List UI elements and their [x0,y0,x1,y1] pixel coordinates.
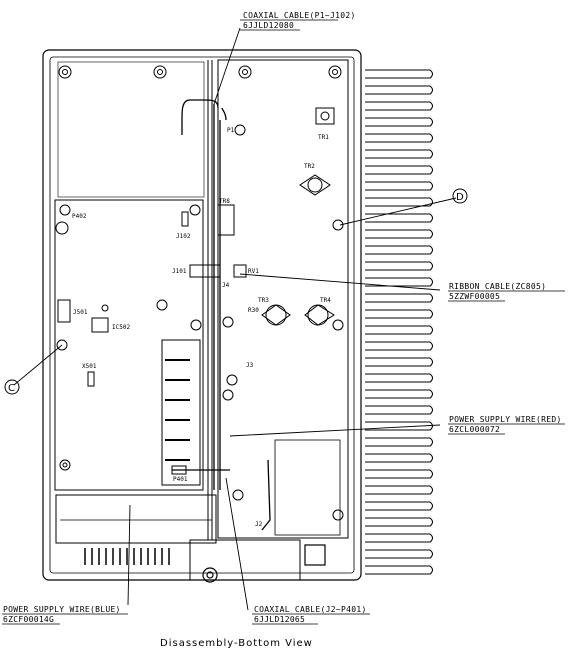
heatsink-fin [365,485,434,495]
heatsink-fin [365,181,434,191]
callout-coaxial-j2-line1: COAXIAL CABLE(J2~P401) [254,605,367,614]
heatsink-fin [365,117,434,127]
label-rv1: RV1 [248,268,259,275]
label-j101: J101 [172,268,187,275]
heatsink-fin [365,277,434,287]
label-ic502: IC502 [112,324,130,331]
marker-d-circle [452,188,468,204]
heatsink-fin [365,293,434,303]
heatsink-fin [365,501,434,511]
heatsink-fin [365,325,434,335]
heatsink-fin [365,517,434,527]
left-pcb [54,199,204,491]
heatsink-fin [365,453,434,463]
chassis-inner [49,56,355,574]
label-p401: P401 [173,476,188,483]
callout-coaxial-j2-line2: 6JJLD12065 [254,615,305,624]
marker-d: D [456,192,464,203]
callout-blue-line2: 6ZCF00014G [3,615,54,624]
callout-blue-line1: POWER SUPPLY WIRE(BLUE) [3,605,121,614]
heatsink-fin [365,405,434,415]
chassis-outline [42,49,362,581]
heatsink-fins [365,69,434,575]
label-x501: X501 [82,363,97,370]
callout-coaxial-p1-line2: 6JJLD12080 [243,21,294,30]
callout-red-line1: POWER SUPPLY WIRE(RED) [449,415,562,424]
label-j102: J102 [176,233,191,240]
heatsink-fin [365,85,434,95]
heatsink-fin [365,357,434,367]
callout-red-line2: 6ZCL000072 [449,425,500,434]
bottom-connector-panel [55,494,217,544]
label-r30: R30 [248,307,259,314]
heatsink-fin [365,565,434,575]
heatsink-fin [365,245,434,255]
callout-ribbon-line2: 5ZZWF00005 [449,292,500,301]
callout-ribbon-line1: RIBBON CABLE(ZC805) [449,282,546,291]
heatsink-fin [365,373,434,383]
marker-c-circle [4,379,20,395]
diagram-caption: Disassembly-Bottom View [160,638,313,649]
label-j501: J501 [73,309,88,316]
heatsink-fin [365,101,434,111]
heatsink-fin [365,341,434,351]
heatsink-fin [365,437,434,447]
callout-coaxial-p1-line1: COAXIAL CABLE(P1~J102) [243,11,356,20]
heatsink-fin [365,165,434,175]
heatsink-fin [365,213,434,223]
label-p402: P402 [72,213,87,220]
label-tr2: TR2 [304,163,315,170]
marker-c: C [8,383,15,394]
heatsink-fin [365,197,434,207]
heatsink-fin [365,149,434,159]
heatsink-fin [365,133,434,143]
heatsink-fin [365,309,434,319]
label-j4: J4 [222,282,230,289]
right-pcb [217,59,349,539]
heatsink-fin [365,421,434,431]
label-tr4: TR4 [320,297,331,304]
heatsink-fin [365,533,434,543]
heatsink-fin [365,549,434,559]
heatsink-fin [365,261,434,271]
label-j3: J3 [246,362,254,369]
label-tr1: TR1 [318,134,329,141]
label-j2: J2 [255,521,263,528]
label-p1: P1 [227,127,235,134]
heatsink-fin [365,229,434,239]
heatsink-fin [365,389,434,399]
heatsink-fin [365,469,434,479]
heatsink-fin [365,69,434,79]
label-tr3: TR3 [258,297,269,304]
label-tr8: TR8 [219,198,230,205]
